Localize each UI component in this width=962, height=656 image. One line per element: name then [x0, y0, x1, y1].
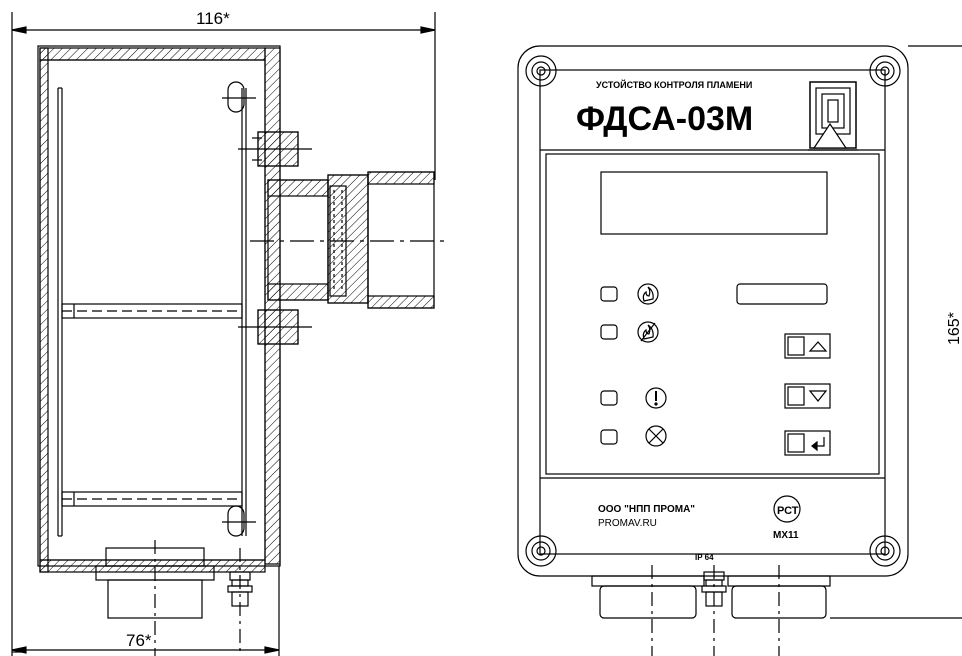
front-view: УСТОЙСТВО КОНТРОЛЯ ПЛАМЕНИ ФДСА-03М [517, 45, 962, 656]
enter-arrow-icon [811, 437, 825, 452]
bolt-lower [238, 309, 312, 345]
height-dimension [830, 45, 962, 619]
button-enter[interactable] [784, 430, 831, 456]
cable-gland-right [727, 565, 831, 656]
indicator-flame-present [600, 283, 659, 305]
cross-circle-icon [645, 425, 667, 447]
bolt-upper [238, 131, 312, 167]
bottom-dimension [11, 566, 280, 656]
mount-hole-br [869, 535, 901, 567]
indicator-warning [600, 387, 667, 409]
dimension-bottom-width: 76* [126, 631, 152, 650]
certification-mark-icon: РСТ [773, 495, 801, 523]
ground-bolt [227, 548, 253, 656]
flame-crossed-icon [637, 321, 659, 343]
exclamation-icon [645, 387, 667, 409]
sensor-tube [250, 171, 445, 309]
dimension-overall-width: 116* [196, 9, 230, 28]
triangle-down-icon [808, 390, 828, 402]
company-name: ООО "НПП ПРОМА" [598, 504, 695, 515]
lcd-display [600, 171, 828, 235]
company-website: PROMAV.RU [598, 518, 657, 529]
certification-code: МХ11 [773, 530, 799, 541]
mount-hole-tr [869, 55, 901, 87]
indicator-flame-absent [600, 321, 659, 343]
indicator-fault [600, 425, 667, 447]
ip-rating: IP 64 [695, 553, 714, 562]
button-down[interactable] [784, 383, 831, 409]
screw-bottom [222, 505, 256, 537]
flame-icon [637, 283, 659, 305]
triangle-up-icon [808, 341, 828, 352]
side-section-view: 116* [11, 9, 445, 656]
device-model: ФДСА-03М [576, 100, 753, 138]
dimension-height: 165* [946, 312, 962, 345]
certification-mark-text: РСТ [777, 505, 799, 517]
bottom-connector [95, 540, 215, 656]
status-window [736, 283, 828, 305]
mount-hole-tl [525, 55, 557, 87]
top-dimension [11, 12, 436, 180]
device-subtitle: УСТОЙСТВО КОНТРОЛЯ ПЛАМЕНИ [596, 79, 752, 90]
button-up[interactable] [784, 333, 831, 359]
ground-bolt-front [701, 565, 727, 656]
cable-gland-left [591, 565, 705, 656]
mount-hole-bl [525, 535, 557, 567]
screw-top [222, 81, 256, 113]
brand-logo-icon [808, 81, 858, 151]
